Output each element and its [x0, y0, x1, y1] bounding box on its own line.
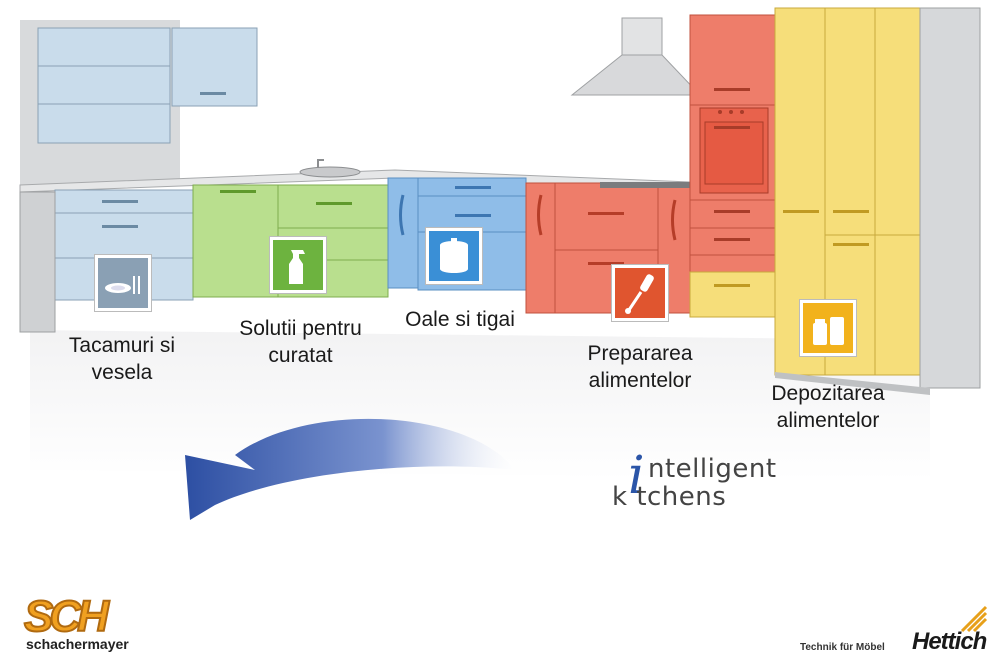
brand-intelligent: ntelligent — [648, 454, 777, 484]
intelligent-kitchens-logo: i ntelligent k tchens — [612, 450, 792, 520]
upper-cabinet-left — [37, 27, 171, 144]
cooking-pot-icon — [426, 228, 482, 284]
brand-i-glyph: i — [628, 446, 645, 506]
label-cutlery: Tacamuri si vesela — [52, 332, 192, 386]
floor-reflection — [30, 330, 930, 480]
label-cleaning-line1: Solutii pentru — [239, 317, 362, 340]
label-storage-line2: alimentelor — [776, 409, 880, 432]
label-prep-line1: Prepararea — [587, 342, 693, 365]
hand-blender-icon — [612, 265, 668, 321]
label-pots: Oale si tigai — [390, 306, 530, 333]
direction-arrow — [185, 418, 515, 520]
label-cutlery-line2: vesela — [91, 361, 153, 384]
brand-kitchens: k tchens — [612, 482, 727, 512]
spray-bottle-icon — [270, 237, 326, 293]
label-cleaning: Solutii pentru curatat — [218, 315, 383, 369]
label-prep: Prepararea alimentelor — [570, 340, 710, 394]
label-storage-line1: Depozitarea — [771, 382, 885, 405]
label-cutlery-line1: Tacamuri si — [68, 334, 176, 357]
label-pots-line1: Oale si tigai — [405, 308, 515, 331]
sch-logo: SCH — [23, 591, 110, 642]
storage-jars-icon — [800, 300, 856, 356]
hettich-mark-icon — [958, 603, 990, 633]
plate-cutlery-icon — [95, 255, 151, 311]
side-panel-left — [19, 191, 56, 333]
label-cleaning-line2: curatat — [268, 344, 333, 367]
oven-base-drawer — [689, 271, 776, 318]
label-prep-line2: alimentelor — [588, 369, 692, 392]
side-panel-right — [919, 7, 981, 389]
label-storage: Depozitarea alimentelor — [758, 380, 898, 434]
hettich-tagline: Technik für Möbel — [800, 642, 885, 653]
hettich-logo: Hettich — [912, 628, 987, 655]
schachermayer-name: schachermayer — [26, 636, 129, 652]
hood-canopy — [570, 54, 702, 96]
